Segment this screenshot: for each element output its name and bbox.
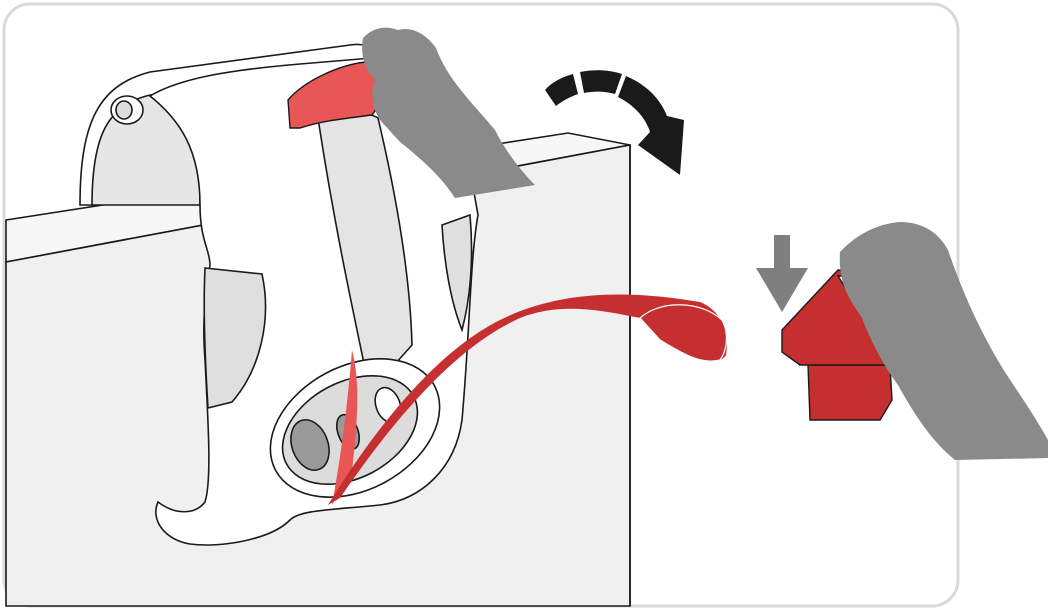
strap-tip — [639, 304, 728, 362]
clamp-knob-inner — [115, 100, 133, 120]
clamp-side-flap — [203, 267, 267, 410]
strap-icon — [328, 294, 728, 505]
clamp-arm — [317, 112, 413, 394]
clamp-right-fin — [441, 213, 473, 333]
curved-rotate-arrow-icon — [545, 70, 684, 175]
clamp-dial-hole-left — [290, 419, 330, 471]
rotate-arrow-seg-2 — [580, 70, 622, 94]
hand-icon — [839, 222, 1048, 460]
down-arrow-icon — [756, 235, 808, 312]
down-arrow-shaft — [774, 235, 790, 270]
strap-inner-fold — [332, 350, 358, 505]
rotate-arrow-seg-1 — [545, 74, 578, 106]
lock-block-base — [807, 364, 893, 421]
down-arrow-head — [756, 268, 808, 312]
rotate-arrow-seg-3 — [618, 76, 684, 175]
hand-icon — [362, 27, 535, 198]
